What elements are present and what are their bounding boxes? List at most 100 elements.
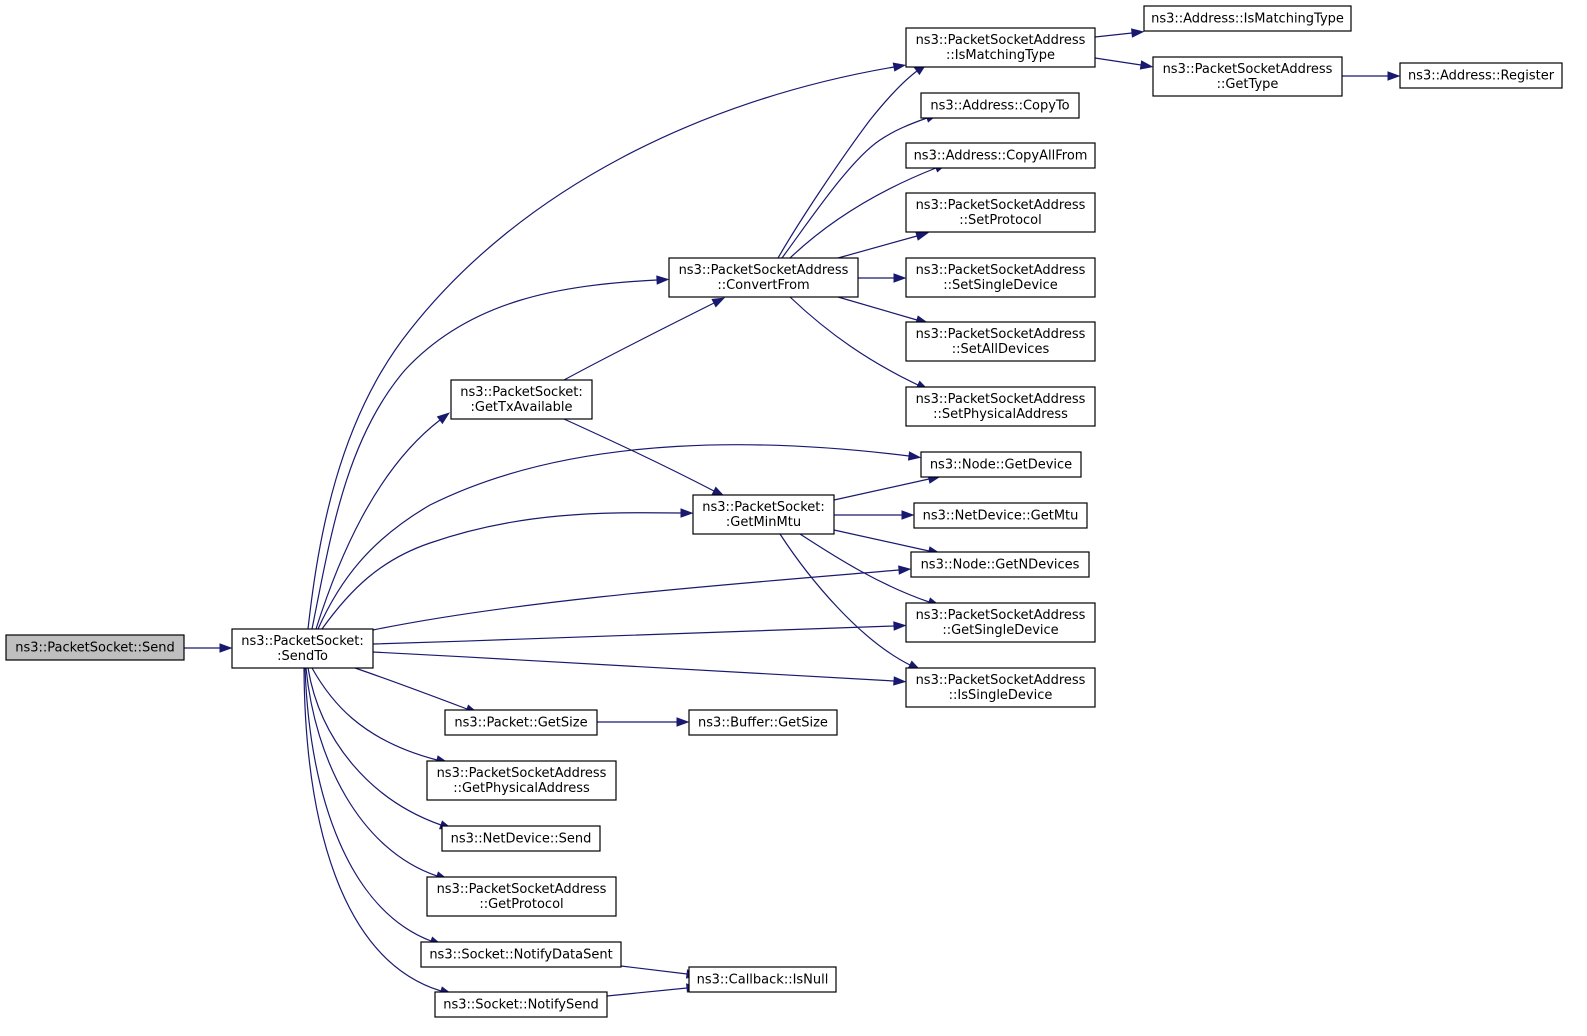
edge-arrowhead: [1387, 71, 1401, 81]
node-label: ::SetAllDevices: [952, 342, 1050, 357]
edge-line: [372, 569, 900, 631]
node-label: ::GetType: [1217, 77, 1279, 92]
node-label: ::IsSingleDevice: [949, 688, 1053, 703]
node-netdevice-send[interactable]: ns3::NetDevice::Send: [441, 825, 601, 852]
edge-arrowhead: [656, 275, 670, 285]
node-packetsocket-sendto[interactable]: ns3::PacketSocket::SendTo: [231, 628, 374, 669]
node-buffer-getsize[interactable]: ns3::Buffer::GetSize: [688, 709, 838, 736]
edge-line: [833, 529, 930, 552]
node-label: ns3::PacketSocketAddress: [1163, 62, 1333, 77]
node-packetsocketaddress-getprotocol[interactable]: ns3::PacketSocketAddress::GetProtocol: [426, 876, 617, 917]
node-label: :GetMinMtu: [726, 515, 801, 530]
node-box: [905, 192, 1096, 233]
node-box: [231, 628, 374, 669]
node-label: ns3::Node::GetDevice: [930, 458, 1072, 473]
node-node-getdevice[interactable]: ns3::Node::GetDevice: [920, 451, 1082, 478]
edge-psa_ismatch-to-addr_ismatch: [1094, 28, 1145, 38]
node-callback-isnull[interactable]: ns3::Callback::IsNull: [688, 966, 837, 993]
node-packetsocketaddress-getphysicaladdress[interactable]: ns3::PacketSocketAddress::GetPhysicalAdd…: [426, 760, 617, 801]
edge-send-to-sendto: [184, 643, 233, 653]
node-packetsocketaddress-setprotocol[interactable]: ns3::PacketSocketAddress::SetProtocol: [905, 192, 1096, 233]
node-box: [905, 142, 1096, 169]
node-packetsocketaddress-setalldevices[interactable]: ns3::PacketSocketAddress::SetAllDevices: [905, 321, 1096, 362]
edge-getminmtu-to-node_getdevice: [833, 474, 942, 501]
edge-line: [620, 965, 688, 975]
edge-getminmtu-to-netdev_getmtu: [834, 510, 915, 520]
edge-line: [1094, 32, 1133, 38]
edge-sendto-to-packet_getsize: [354, 667, 479, 714]
node-address-register[interactable]: ns3::Address::Register: [1399, 62, 1563, 89]
node-packetsocket-gettxavailable[interactable]: ns3::PacketSocket::GetTxAvailable: [450, 379, 593, 420]
node-box: [910, 551, 1090, 578]
node-label: ns3::Buffer::GetSize: [698, 716, 828, 731]
node-packet-getsize[interactable]: ns3::Packet::GetSize: [444, 709, 598, 736]
edge-sendto-to-gettxavail: [315, 412, 450, 630]
edge-arrowhead: [711, 297, 726, 308]
node-packetsocketaddress-setsingledevice[interactable]: ns3::PacketSocketAddress::SetSingleDevic…: [905, 257, 1096, 298]
edge-getminmtu-to-node_getndevices: [833, 529, 942, 556]
node-address-copyallfrom[interactable]: ns3::Address::CopyAllFrom: [905, 142, 1096, 169]
node-box: [1152, 56, 1343, 97]
node-packetsocketaddress-gettype[interactable]: ns3::PacketSocketAddress::GetType: [1152, 56, 1343, 97]
node-label: ::GetProtocol: [479, 897, 563, 912]
edge-gettxavail-to-getminmtu: [563, 418, 726, 497]
edge-line: [305, 667, 438, 877]
edge-line: [1094, 57, 1142, 66]
edge-line: [563, 302, 715, 381]
node-box: [905, 667, 1096, 708]
node-label: ns3::PacketSocketAddress: [916, 673, 1086, 688]
node-box: [688, 966, 837, 993]
node-socket-notifydatasent[interactable]: ns3::Socket::NotifyDataSent: [420, 941, 622, 968]
node-box: [1399, 62, 1563, 89]
edge-line: [789, 296, 919, 386]
edge-arrowhead: [893, 676, 907, 686]
node-label: ::SetProtocol: [959, 213, 1042, 228]
node-address-copyto[interactable]: ns3::Address::CopyTo: [920, 92, 1080, 119]
node-box: [913, 502, 1088, 529]
node-address-ismatchingtype[interactable]: ns3::Address::IsMatchingType: [1143, 5, 1352, 32]
edge-sendto-to-netdev_send: [307, 667, 453, 830]
node-box: [668, 257, 859, 298]
node-label: ns3::NetDevice::GetMtu: [923, 509, 1079, 524]
node-label: ns3::PacketSocket:: [702, 500, 824, 515]
edge-arrowhead: [893, 273, 907, 283]
edge-arrowhead: [915, 231, 929, 241]
edge-sendto-to-psa_ismatch: [307, 62, 907, 630]
edge-sock_notifysend-to-cb_isnull: [606, 983, 700, 997]
edge-line: [304, 667, 432, 942]
node-packetsocketaddress-getsingledevice[interactable]: ns3::PacketSocketAddress::GetSingleDevic…: [905, 602, 1096, 643]
node-box: [1143, 5, 1352, 32]
edge-line: [311, 667, 438, 761]
node-socket-notifysend[interactable]: ns3::Socket::NotifySend: [434, 991, 608, 1018]
node-packetsocketaddress-convertfrom[interactable]: ns3::PacketSocketAddress::ConvertFrom: [668, 257, 859, 298]
edge-sendto-to-node_getndevices: [372, 565, 912, 631]
node-packetsocketaddress-issingledevice[interactable]: ns3::PacketSocketAddress::IsSingleDevice: [905, 667, 1096, 708]
edge-packet_getsize-to-buffer_getsize: [597, 717, 690, 727]
node-label: ns3::Socket::NotifySend: [443, 998, 599, 1013]
node-node-getndevices[interactable]: ns3::Node::GetNDevices: [910, 551, 1090, 578]
edge-arrowhead: [892, 62, 907, 72]
edge-arrowhead: [901, 510, 915, 520]
node-label: ::IsMatchingType: [946, 48, 1055, 63]
node-packetsocket-getminmtu[interactable]: ns3::PacketSocket::GetMinMtu: [692, 494, 835, 535]
node-label: ns3::NetDevice::Send: [451, 832, 592, 847]
node-packetsocket-send[interactable]: ns3::PacketSocket::Send: [5, 634, 185, 661]
call-edges: [184, 28, 1401, 997]
edge-line: [354, 667, 468, 710]
node-box: [688, 709, 838, 736]
node-box: [450, 379, 593, 420]
edge-arrowhead: [893, 621, 907, 631]
edge-line: [779, 533, 911, 666]
node-packetsocketaddress-ismatchingtype[interactable]: ns3::PacketSocketAddress::IsMatchingType: [905, 27, 1096, 68]
node-label: ns3::Callback::IsNull: [697, 973, 829, 988]
node-label: ns3::Node::GetNDevices: [921, 558, 1080, 573]
edge-sendto-to-psa_getsingledevice: [372, 621, 907, 645]
node-box: [905, 602, 1096, 643]
node-packetsocketaddress-setphysicaladdress[interactable]: ns3::PacketSocketAddress::SetPhysicalAdd…: [905, 386, 1096, 427]
node-box: [905, 27, 1096, 68]
edge-sock_notifydatasent-to-cb_isnull: [620, 965, 700, 979]
edge-arrowhead: [1139, 60, 1154, 70]
node-netdevice-getmtu[interactable]: ns3::NetDevice::GetMtu: [913, 502, 1088, 529]
edge-psa_gettype-to-addr_register: [1342, 71, 1401, 81]
